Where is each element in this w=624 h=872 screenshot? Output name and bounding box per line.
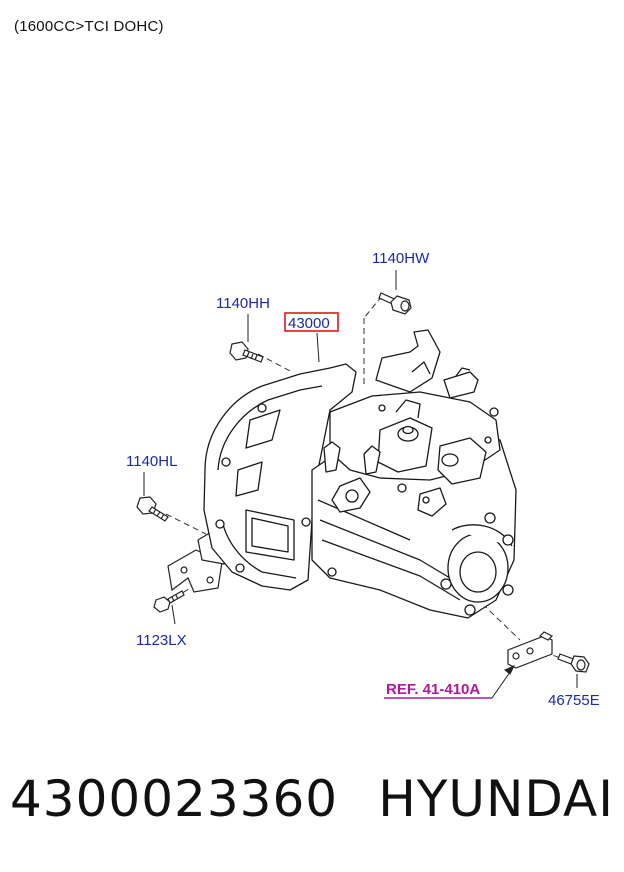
callout-1140hh: 1140HH: [216, 295, 270, 312]
callout-1123lx: 1123LX: [136, 632, 187, 649]
brand-name: HYUNDAI: [378, 770, 614, 828]
part-info-footer: 4300023360 HYUNDAI: [10, 770, 614, 828]
reference-arrow-icon: [504, 664, 516, 675]
transmission-exploded-diagram: 1140HW 1140HH 43000 1140HL 1123LX 46755E…: [126, 250, 600, 709]
leader-lines: [143, 270, 578, 688]
transmission-housing: [203, 329, 517, 619]
bolt-1140hl-icon: [136, 496, 169, 522]
reference-link[interactable]: REF. 41-410A: [384, 664, 516, 699]
callout-43000: 43000: [288, 315, 330, 332]
bolt-1123lx-icon: [153, 590, 185, 613]
engine-spec-caption: (1600CC>TCI DOHC): [14, 18, 164, 35]
bolt-46755e-icon: [557, 653, 590, 673]
part-number: 4300023360: [10, 770, 339, 828]
mount-bracket-icon: [507, 631, 554, 669]
callout-46755e: 46755E: [548, 692, 600, 709]
assembly-highlight-box: [284, 312, 339, 332]
reference-label[interactable]: REF. 41-410A: [386, 681, 480, 698]
bolt-1140hh-icon: [229, 341, 264, 363]
callout-1140hl: 1140HL: [126, 453, 177, 470]
callout-1140hw: 1140HW: [372, 250, 430, 267]
bolt-1140hw-icon: [378, 292, 412, 315]
